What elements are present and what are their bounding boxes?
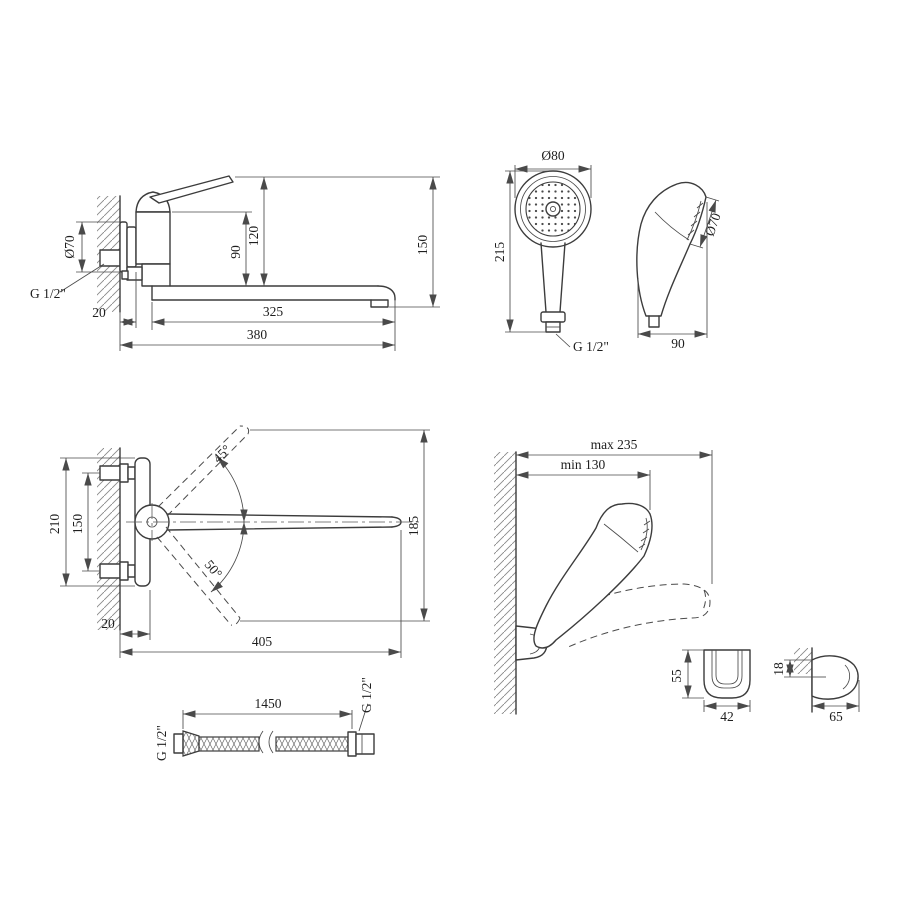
face-hatch — [638, 520, 651, 549]
dim-head-diameter: Ø80 — [541, 148, 564, 163]
bracket-outline — [703, 649, 751, 699]
holder-wall-view: max 235 min 130 — [494, 437, 713, 715]
bracket-profile — [811, 655, 859, 700]
supply-stub — [99, 563, 121, 579]
bracket-front-view: 55 42 — [669, 649, 751, 724]
spout-swing-up — [157, 425, 250, 517]
dim-min-reach: min 130 — [561, 457, 606, 472]
shower-alt-position — [559, 583, 711, 649]
bracket-side-view: 18 65 — [771, 647, 860, 724]
mixer-side-view: Ø70 G 1/2" 90 120 150 20 325 380 — [30, 175, 440, 351]
mixer-body — [135, 211, 171, 265]
dim-height-90: 90 — [228, 245, 243, 259]
aerator — [370, 299, 389, 308]
dim-reach-185: 185 — [406, 516, 421, 537]
dim-swing-up-45: 45° — [210, 442, 234, 466]
supply-stub — [99, 465, 121, 481]
dim-shower-thread: G 1/2" — [573, 339, 609, 354]
handshower-front-view: Ø80 215 G 1/2" — [492, 148, 609, 354]
break-mark — [258, 730, 274, 754]
dim-total-380: 380 — [247, 327, 268, 342]
hose-fitting-right — [347, 731, 357, 757]
dim-centers-150: 150 — [70, 514, 85, 535]
dim-hose-length-1450: 1450 — [255, 696, 282, 711]
dim-bracket-width-42: 42 — [720, 709, 734, 724]
dim-total-405: 405 — [252, 634, 273, 649]
dim-max-reach: max 235 — [591, 437, 638, 452]
dim-swing-down-50: 50° — [202, 557, 226, 581]
dim-span-210: 210 — [47, 514, 62, 535]
spout-swing-down — [156, 526, 241, 626]
dim-height-120: 120 — [246, 226, 261, 247]
spout-plan — [167, 513, 393, 518]
wall-hatch — [494, 452, 516, 714]
diverter-knob — [126, 266, 143, 281]
lever-handle — [149, 175, 234, 204]
hose-connector — [648, 315, 660, 328]
hose-view: G 1/2" 1450 G 1/2" — [154, 677, 375, 761]
dim-spout-325: 325 — [263, 304, 284, 319]
dim-length-215: 215 — [492, 242, 507, 263]
dim-bracket-height-55: 55 — [669, 669, 684, 683]
dim-offset-20: 20 — [101, 616, 115, 631]
wall-hatch — [97, 448, 120, 630]
dim-hose-thread-left: G 1/2" — [154, 725, 169, 761]
shower-in-holder — [533, 502, 653, 649]
flange — [119, 221, 128, 273]
dim-bracket-depth-18: 18 — [771, 662, 786, 676]
hose-fitting-left — [173, 733, 184, 754]
dim-bracket-length-65: 65 — [829, 709, 843, 724]
dim-face-diameter: Ø70 — [702, 211, 724, 238]
dim-depth-90: 90 — [671, 336, 685, 351]
wall-hatch — [794, 648, 812, 674]
supply-stub — [99, 249, 121, 267]
hose-nut — [540, 311, 566, 323]
shower-profile — [636, 181, 707, 317]
dim-flange-diameter: Ø70 — [62, 235, 77, 258]
hose-segment — [275, 736, 349, 752]
handshower-side-view: Ø70 90 — [636, 181, 724, 351]
dim-offset-20: 20 — [92, 305, 106, 320]
hose-segment — [198, 736, 260, 752]
mixer-top-view: 45° 50° 210 150 185 20 405 — [47, 425, 430, 658]
dim-height-150: 150 — [415, 235, 430, 256]
dim-thread-label: G 1/2" — [30, 286, 66, 301]
dim-hose-thread-right: G 1/2" — [359, 677, 374, 713]
shower-handle — [540, 242, 547, 313]
